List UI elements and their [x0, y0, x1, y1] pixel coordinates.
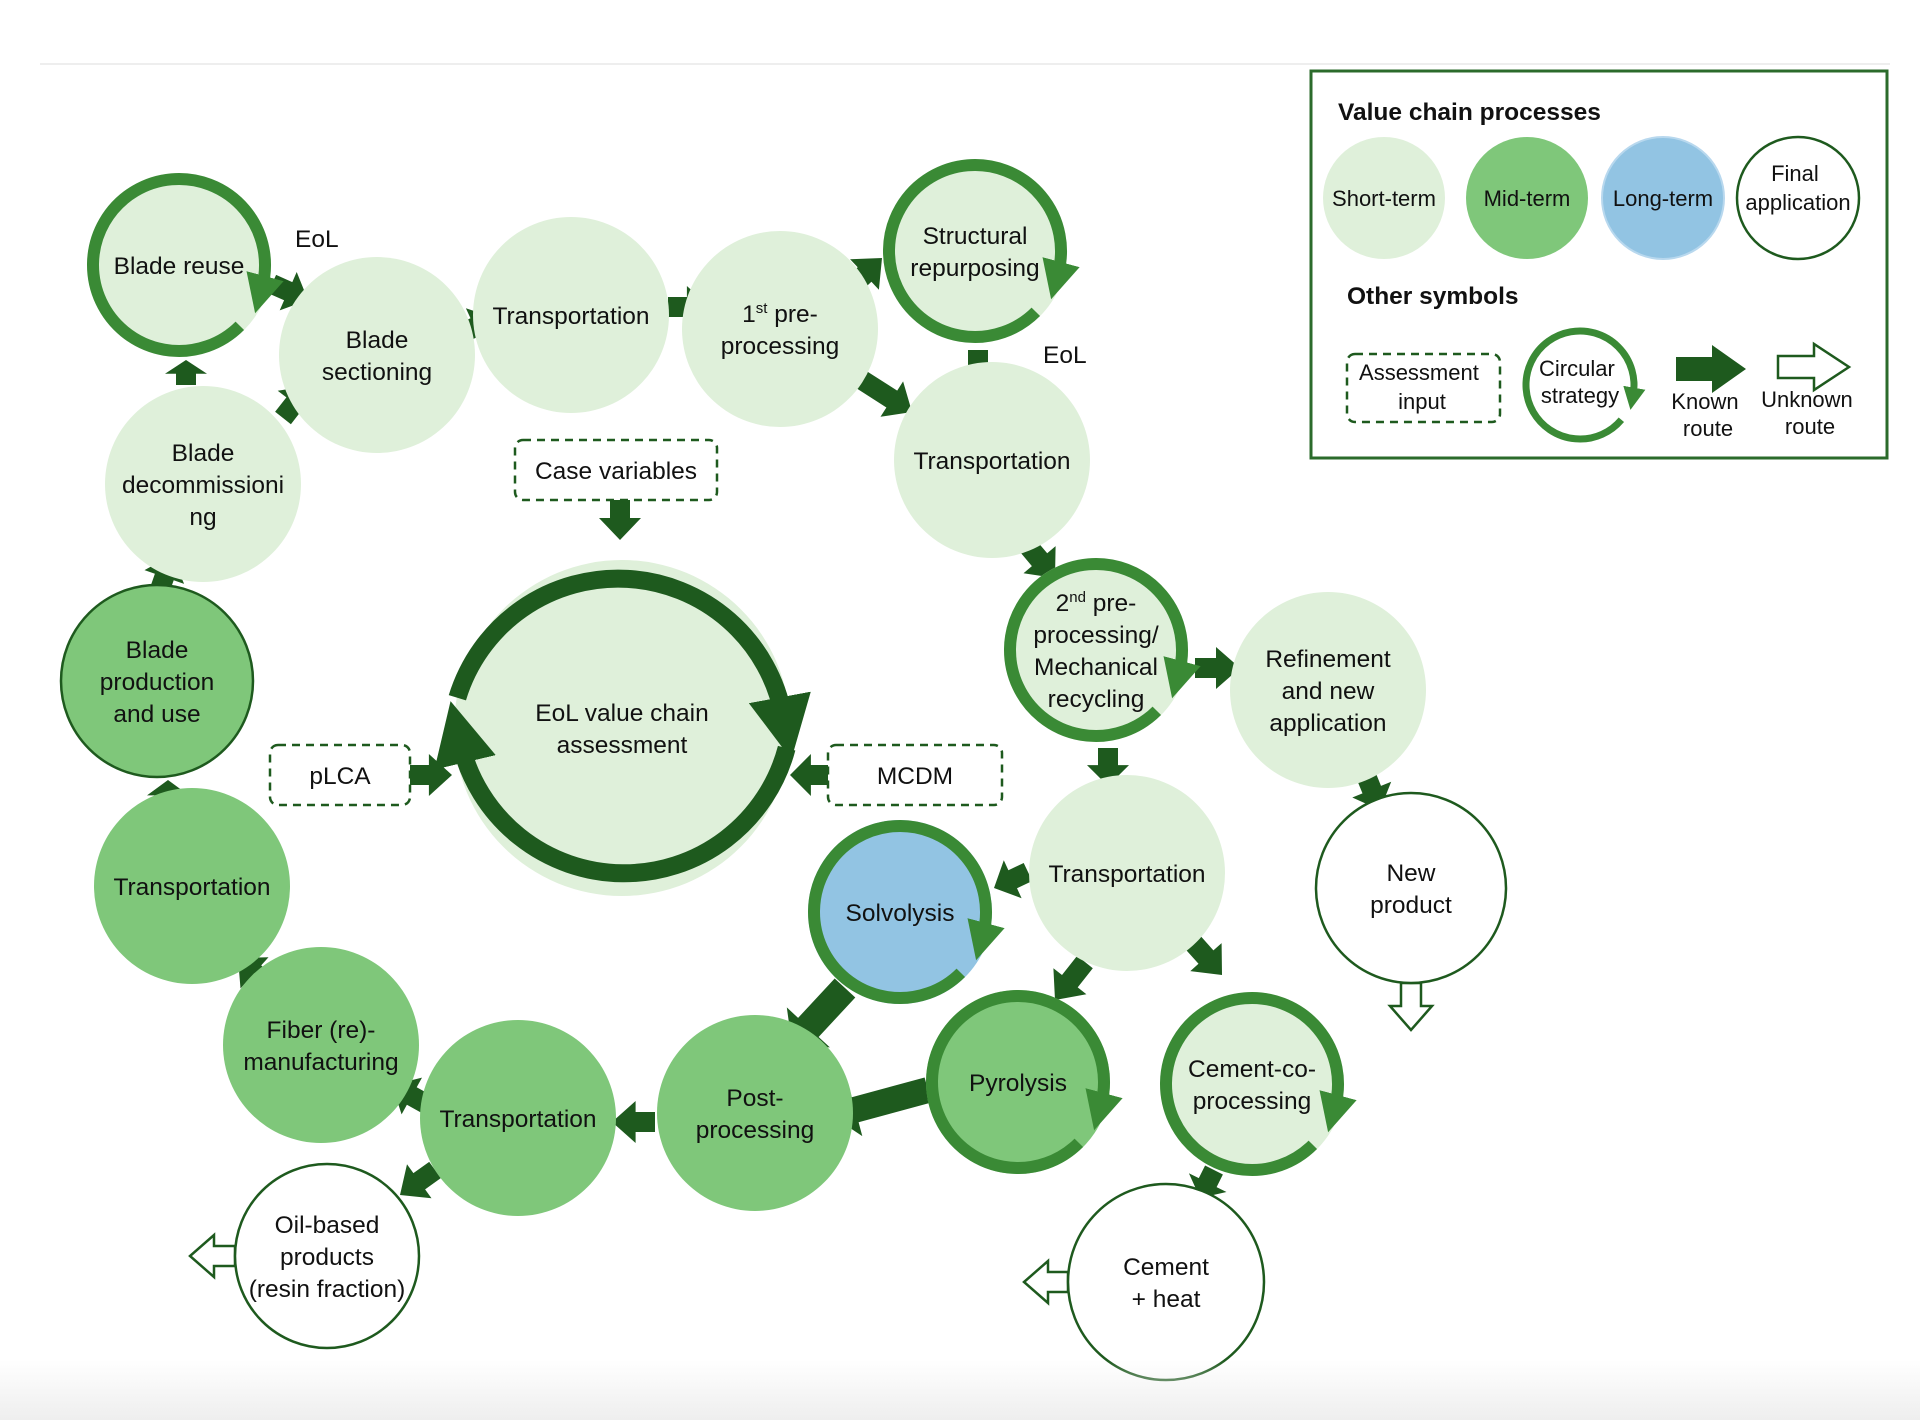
known-route-arrow [165, 360, 207, 385]
circular-strategy-ring [1004, 558, 1201, 742]
known-route-arrow [410, 754, 452, 796]
known-route-arrow [856, 371, 912, 417]
node-label: Transportation [439, 1106, 596, 1133]
node-cement-co-processing: Cement-co-processing [1160, 992, 1357, 1176]
legend-known-route-label: Known route [1671, 389, 1744, 441]
legend-long-term-swatch [1601, 136, 1725, 260]
node-transport-2: Transportation [894, 362, 1090, 558]
legend-assessment-input-label: Assessment input [1359, 360, 1485, 414]
eol-label: EoL [295, 226, 339, 253]
node-pyrolysis: Pyrolysis [926, 990, 1123, 1174]
node-label: Transportation [492, 303, 649, 330]
circular-strategy-ring [87, 173, 284, 357]
node-solvolysis: Solvolysis [808, 820, 1005, 1004]
node-transport-bottom: Transportation [420, 1020, 616, 1216]
input-case-variables: Case variables [513, 438, 719, 502]
circular-strategy-ring [1160, 992, 1357, 1176]
legend-mid-term-swatch [1466, 137, 1588, 259]
node-transport-3: Transportation [1029, 775, 1225, 971]
legend-long-term-label: Long-term [1613, 186, 1713, 211]
circular-strategy-ring [926, 990, 1123, 1174]
legend-circular-strategy-label: Circular strategy [1539, 356, 1621, 408]
legend-title-processes: Value chain processes [1338, 99, 1601, 126]
legend-short-term-label: Short-term [1332, 186, 1436, 211]
unknown-route-arrow [1022, 1258, 1070, 1306]
legend: Value chain processes Short-term Mid-ter… [1309, 69, 1889, 460]
known-route-arrow [599, 500, 641, 540]
assessment-loop-arc [448, 569, 811, 760]
legend-assessment-input-swatch [1345, 352, 1502, 424]
node-cement-heat: Cement+ heat [1066, 1182, 1266, 1382]
node-label: Solvolysis [846, 900, 955, 927]
input-mcdm: MCDM [826, 743, 1004, 807]
node-label: Blade reuse [114, 253, 245, 280]
node-label: Transportation [1048, 861, 1205, 888]
known-route-arrow [994, 860, 1033, 899]
legend-unknown-route-arrow [1776, 341, 1852, 393]
assessment-loop-arc [434, 701, 796, 883]
node-transport-1: Transportation [473, 217, 669, 413]
unknown-route-arrow [1387, 981, 1435, 1032]
node-post-processing: Post-processing [657, 1015, 853, 1211]
input-plca: pLCA [268, 743, 412, 807]
known-route-arrow [1087, 748, 1129, 786]
node-blade-reuse: Blade reuse [87, 173, 284, 357]
legend-mid-term-label: Mid-term [1484, 186, 1571, 211]
known-route-arrow [1195, 647, 1240, 689]
known-route-arrow [1053, 955, 1093, 1000]
circular-strategy-ring [883, 159, 1080, 343]
known-route-arrow [790, 754, 828, 796]
node-fiber-manufacturing: Fiber (re)-manufacturing [223, 947, 419, 1143]
legend-known-route-arrow [1676, 345, 1746, 393]
node-label: Cement-co-processing [1188, 1056, 1316, 1115]
node-label: Fiber (re)-manufacturing [243, 1017, 398, 1076]
node-label: 1st pre-processing [721, 300, 839, 360]
legend-final-application-label: Final application [1745, 161, 1850, 215]
legend-circular-strategy-swatch [1522, 327, 1646, 443]
legend-short-term-swatch [1323, 137, 1445, 259]
circular-strategy-ring [808, 820, 1005, 1004]
known-route-arrow [612, 1101, 655, 1143]
node-label: Transportation [113, 874, 270, 901]
svg-text:pLCA: pLCA [309, 763, 371, 790]
node-label: Cement+ heat [1123, 1254, 1209, 1313]
node-pre-processing-1: 1st pre-processing [682, 231, 878, 427]
legend-final-application-swatch [1735, 135, 1861, 261]
unknown-route-arrow [188, 1232, 237, 1280]
node-transport-left: Transportation [94, 788, 290, 984]
known-route-arrow [400, 1161, 441, 1199]
eol-label: EoL [1043, 342, 1087, 369]
node-label: Post-processing [696, 1085, 814, 1144]
assessment-inputs: Case variables pLCA MCDM [268, 438, 1004, 807]
node-label: Transportation [913, 448, 1070, 475]
legend-title-symbols: Other symbols [1347, 283, 1519, 310]
legend-unknown-route-label: Unknown route [1761, 387, 1859, 439]
svg-text:MCDM: MCDM [877, 763, 953, 790]
node-label: Pyrolysis [969, 1070, 1067, 1097]
known-route-arrow [832, 1077, 932, 1137]
svg-text:Case variables: Case variables [535, 458, 697, 485]
